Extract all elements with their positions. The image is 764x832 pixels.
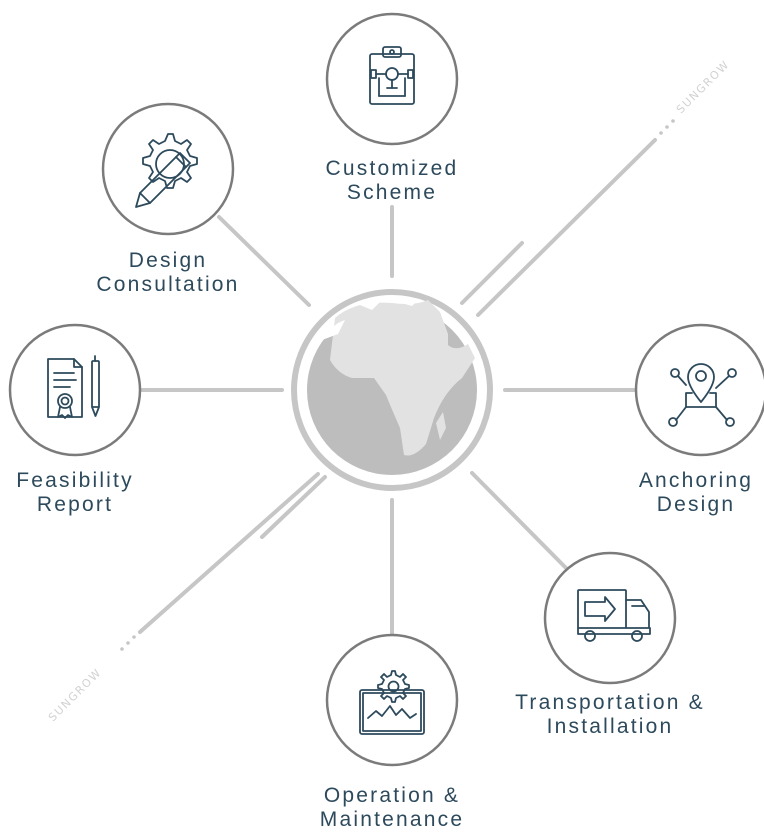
label-design-consultation: Design Consultation (68, 249, 268, 297)
node-circle-feasibility-report (8, 323, 142, 457)
label-customized-scheme: Customized Scheme (292, 157, 492, 205)
diagonal-upper-short (460, 241, 524, 305)
label-line: Anchoring (638, 469, 754, 492)
label-line: Report (36, 493, 114, 516)
diagonal-lower-short (260, 475, 327, 539)
dots-lower (120, 635, 136, 651)
label-line: Consultation (96, 273, 240, 296)
label-line: Maintenance (319, 808, 465, 831)
node-circle-customized-scheme (325, 12, 459, 146)
label-anchoring-design: Anchoring Design (628, 469, 764, 517)
label-line: Operation & (323, 784, 461, 807)
watermark-upper: SUNGROW (674, 58, 732, 116)
delivery-truck-icon (577, 589, 651, 642)
watermark-lower: SUNGROW (46, 666, 104, 724)
dots-upper (659, 119, 675, 135)
label-line: Feasibility (16, 469, 134, 492)
connector-bottom-right (470, 471, 568, 570)
label-line: Design (656, 493, 736, 516)
label-transportation-installation: Transportation & Installation (486, 691, 734, 739)
node-circle-design-consultation (101, 102, 235, 236)
connector-lines (138, 138, 657, 647)
label-line: Transportation & (515, 691, 705, 714)
connector-top-left (217, 215, 311, 307)
label-line: Customized (325, 157, 459, 180)
center-globe (291, 289, 493, 491)
certificate-pen-icon (47, 355, 100, 419)
location-pin-network-icon (668, 363, 737, 427)
monitor-gear-icon (359, 670, 425, 735)
label-line: Scheme (346, 181, 438, 204)
gear-pencil-icon (135, 133, 198, 208)
node-circle-transportation-installation (543, 551, 677, 685)
label-line: Installation (546, 715, 674, 738)
diagonal-lower-long (138, 472, 320, 634)
diagonal-upper-long (476, 138, 657, 317)
node-circle-anchoring-design (634, 323, 764, 457)
label-operation-maintenance: Operation & Maintenance (282, 784, 502, 832)
label-feasibility-report: Feasibility Report (0, 469, 150, 517)
label-line: Design (128, 249, 208, 272)
clipboard-flowchart-icon (369, 46, 415, 105)
